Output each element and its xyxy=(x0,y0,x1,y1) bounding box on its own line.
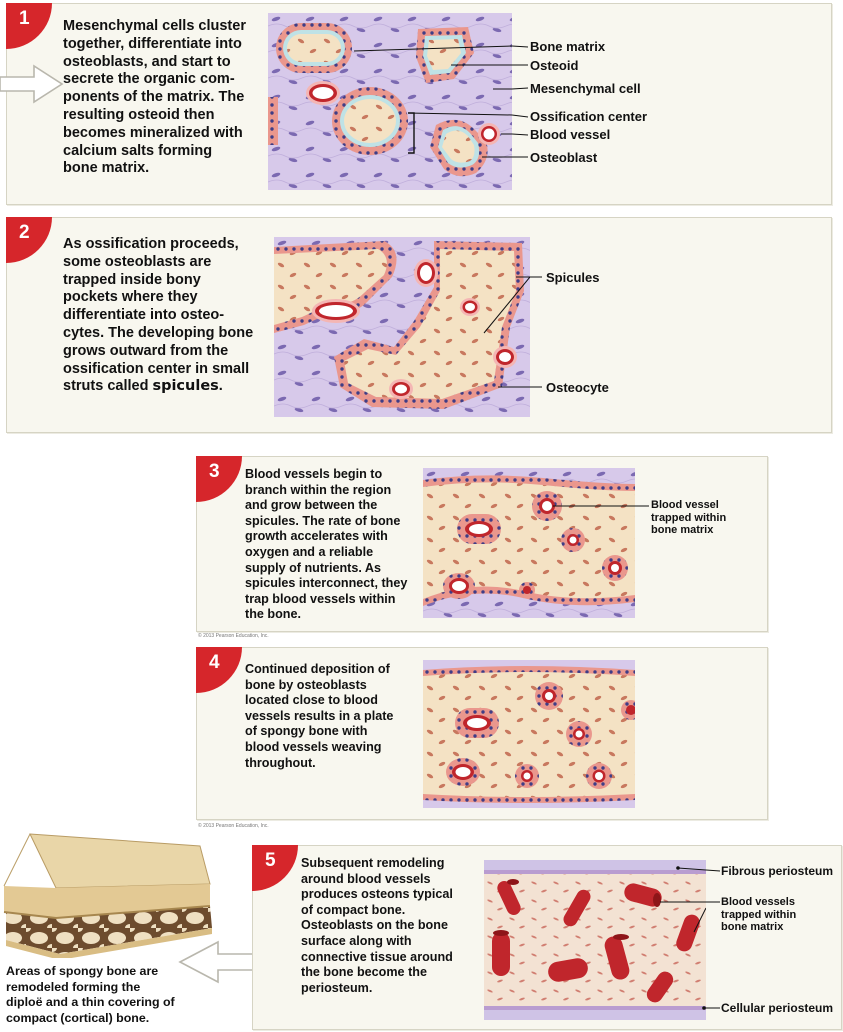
step-2-leaders xyxy=(530,276,542,388)
step-5-badge: 5 xyxy=(252,845,298,891)
step-3-text: Blood vessels begin to branch within the… xyxy=(245,467,408,622)
copyright-4: © 2013 Pearson Education, Inc. xyxy=(198,823,269,829)
label-cellular-periosteum: Cellular periosteum xyxy=(721,1001,834,1015)
arrow-in-icon xyxy=(0,64,64,104)
label-blood-vessel: Blood vessel xyxy=(530,127,611,142)
step-1-badge: 1 xyxy=(6,3,52,49)
spongy-bone-block-illustration xyxy=(3,833,212,958)
step-3-badge: 3 xyxy=(196,456,242,502)
keyword-spicules: spicules xyxy=(152,378,219,395)
label-osteocyte: Osteocyte xyxy=(546,380,609,395)
label-mesenchymal-cell: Mesenchymal cell xyxy=(530,81,641,96)
step-3-illustration xyxy=(423,468,635,618)
step-5-text: Subsequent remodeling around blood vesse… xyxy=(301,856,453,995)
label-osteoblast: Osteoblast xyxy=(530,150,598,165)
step-4-illustration xyxy=(423,660,635,808)
label-bone-matrix: Bone matrix xyxy=(530,39,606,54)
label-osteoid: Osteoid xyxy=(530,58,579,73)
step-2-badge: 2 xyxy=(6,217,52,263)
spongy-bone-caption: Areas of spongy bone are remodeled formi… xyxy=(6,964,175,1025)
step-1-illustration xyxy=(268,13,512,190)
label-ossification-center: Ossification center xyxy=(530,109,648,124)
step-5-illustration xyxy=(484,860,706,1020)
label-blood-vessels-trapped: Blood vessels trapped within bone matrix xyxy=(721,896,797,933)
label-fibrous-periosteum: Fibrous periosteum xyxy=(721,864,834,878)
label-blood-vessel-trapped: Blood vessel trapped within bone matrix xyxy=(651,499,727,536)
step-2-illustration xyxy=(274,237,530,417)
step-4-text: Continued deposition of bone by osteobla… xyxy=(245,662,394,770)
step-1-leaders xyxy=(512,45,529,158)
label-spicules: Spicules xyxy=(546,270,600,285)
step-1-text: Mesenchymal cells cluster together, diff… xyxy=(63,18,246,177)
copyright-3: © 2013 Pearson Education, Inc. xyxy=(198,633,269,639)
step-3-leaders xyxy=(635,505,649,507)
step-4-badge: 4 xyxy=(196,647,242,693)
step-5-leaders xyxy=(676,866,721,1010)
step-2-text: As ossification proceeds, some osteoblas… xyxy=(63,236,254,395)
